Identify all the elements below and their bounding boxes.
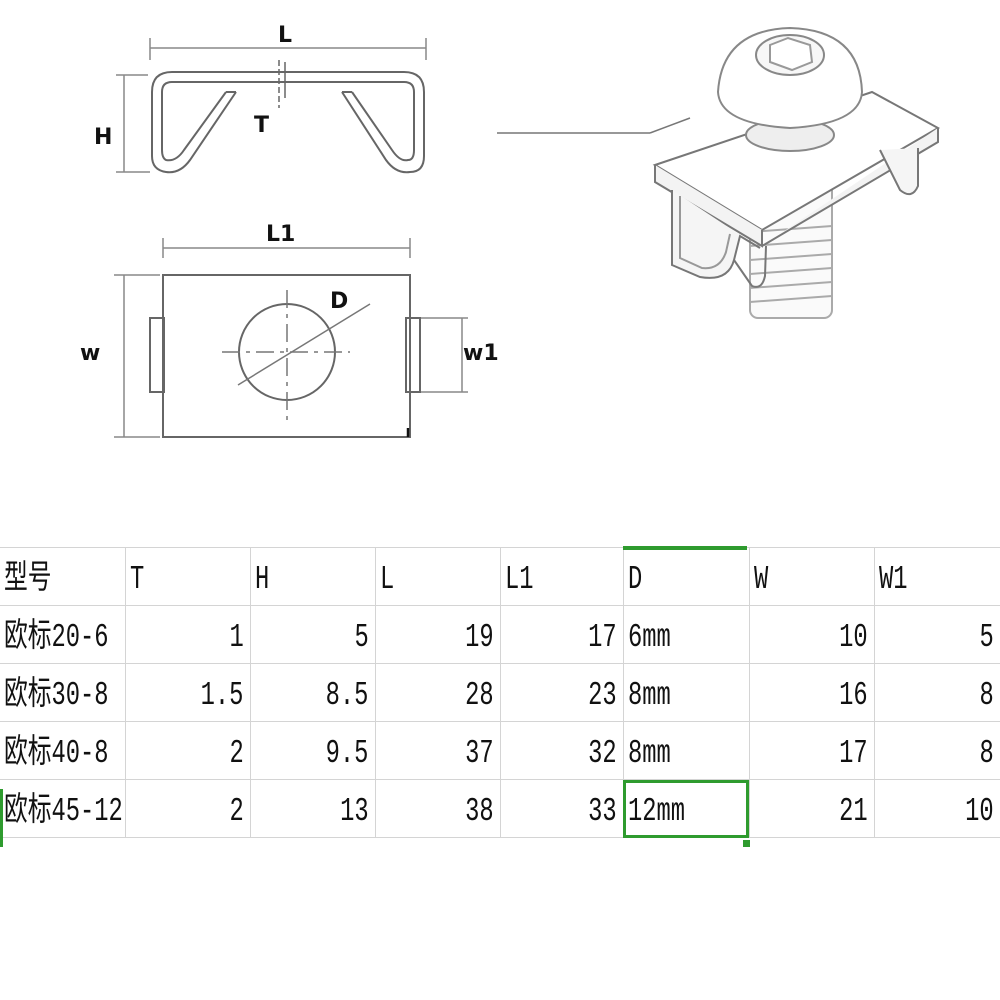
- table-cell[interactable]: 10: [749, 605, 875, 664]
- header-cell-t[interactable]: T: [125, 547, 251, 606]
- table-cell[interactable]: 13: [250, 779, 376, 838]
- active-row-indicator: [0, 789, 3, 847]
- selected-cell[interactable]: 12mm: [623, 779, 750, 838]
- table-cell[interactable]: 5: [250, 605, 376, 664]
- table-cell[interactable]: 8mm: [623, 663, 750, 722]
- table-row: 欧标40-8 2 9.5 37 32 8mm 17 8: [0, 721, 1000, 780]
- table-cell[interactable]: 37: [375, 721, 501, 780]
- table-cell[interactable]: 28: [375, 663, 501, 722]
- table-cell[interactable]: 6mm: [623, 605, 750, 664]
- table-cell[interactable]: 8: [874, 663, 1000, 722]
- label-H: H: [94, 125, 112, 150]
- table-cell[interactable]: 欧标30-8: [0, 663, 126, 722]
- spec-table-sheet: 型号 T H L L1 D W W1 欧标20-6 1 5 19 17 6mm …: [0, 547, 1000, 847]
- spec-table: 型号 T H L L1 D W W1 欧标20-6 1 5 19 17 6mm …: [0, 547, 1000, 838]
- table-cell[interactable]: 8mm: [623, 721, 750, 780]
- header-cell-w[interactable]: W: [749, 547, 875, 606]
- active-column-indicator: [623, 546, 747, 550]
- table-cell[interactable]: 16: [749, 663, 875, 722]
- header-cell-l1[interactable]: L1: [500, 547, 624, 606]
- table-cell[interactable]: 2: [125, 779, 251, 838]
- table-cell[interactable]: 21: [749, 779, 875, 838]
- table-cell[interactable]: 17: [749, 721, 875, 780]
- table-cell[interactable]: 17: [500, 605, 624, 664]
- table-cell[interactable]: 2: [125, 721, 251, 780]
- header-cell-l[interactable]: L: [375, 547, 501, 606]
- table-row: 欧标45-12 2 13 38 33 12mm 21 10: [0, 779, 1000, 838]
- table-cell[interactable]: 1: [125, 605, 251, 664]
- header-cell-model[interactable]: 型号: [0, 547, 126, 606]
- table-cell[interactable]: 1.5: [125, 663, 251, 722]
- table-cell[interactable]: 欧标45-12: [0, 779, 126, 838]
- table-cell[interactable]: 38: [375, 779, 501, 838]
- table-cell[interactable]: 33: [500, 779, 624, 838]
- label-w: w: [80, 341, 100, 366]
- table-cell[interactable]: 23: [500, 663, 624, 722]
- header-cell-d[interactable]: D: [623, 547, 750, 606]
- table-cell[interactable]: 32: [500, 721, 624, 780]
- table-cell[interactable]: 10: [874, 779, 1000, 838]
- table-cell[interactable]: 19: [375, 605, 501, 664]
- table-row: 欧标20-6 1 5 19 17 6mm 10 5: [0, 605, 1000, 664]
- table-cell[interactable]: 5: [874, 605, 1000, 664]
- label-D: D: [330, 289, 348, 314]
- label-T: T: [254, 113, 269, 138]
- label-L: L: [278, 23, 292, 48]
- table-cell[interactable]: 8: [874, 721, 1000, 780]
- label-w1: w1: [463, 341, 499, 366]
- header-cell-h[interactable]: H: [250, 547, 376, 606]
- table-header-row: 型号 T H L L1 D W W1: [0, 547, 1000, 606]
- table-cell[interactable]: 8.5: [250, 663, 376, 722]
- table-cell[interactable]: 欧标20-6: [0, 605, 126, 664]
- header-cell-w1[interactable]: W1: [874, 547, 1000, 606]
- label-L1: L1: [266, 222, 295, 247]
- table-cell[interactable]: 欧标40-8: [0, 721, 126, 780]
- table-row: 欧标30-8 1.5 8.5 28 23 8mm 16 8: [0, 663, 1000, 722]
- table-cell[interactable]: 9.5: [250, 721, 376, 780]
- fill-handle[interactable]: [743, 840, 750, 847]
- technical-drawing: L H T L1 D w w1: [80, 23, 941, 438]
